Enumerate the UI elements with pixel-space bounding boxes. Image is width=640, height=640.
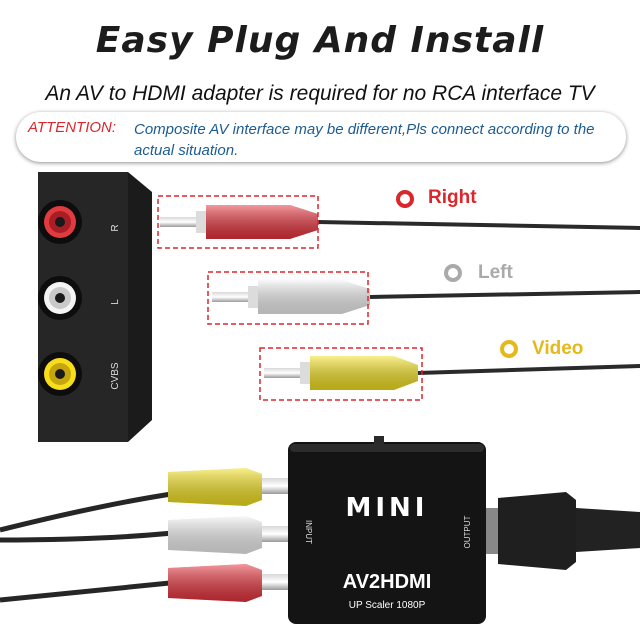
av2hdmi-adapter: MINI AV2HDMI UP Scaler 1080P INPUT OUTPU… [0, 436, 640, 624]
left-connector [207, 271, 640, 325]
rca-jack-panel: R L CVBS [38, 172, 152, 442]
left-ring-icon [444, 264, 462, 282]
attention-text: Composite AV interface may be different,… [134, 121, 595, 159]
device-brand: MINI [346, 493, 429, 523]
device-model: AV2HDMI [343, 571, 432, 593]
yellow-plug [168, 468, 290, 506]
right-jack [38, 200, 82, 244]
hdmi-plug [486, 492, 640, 570]
attention-banner: ATTENTION: Composite AV interface may be… [16, 112, 626, 162]
jack-label-r: R [110, 224, 121, 231]
device-output-label: OUTPUT [463, 515, 472, 548]
device-spec: UP Scaler 1080P [349, 600, 426, 611]
video-connector [259, 347, 640, 401]
video-jack [38, 352, 82, 396]
left-label: Left [478, 262, 513, 283]
jack-label-l: L [110, 299, 121, 305]
video-label: Video [532, 338, 584, 359]
right-label: Right [428, 187, 477, 208]
right-connector [157, 195, 640, 249]
attention-label: ATTENTION: [28, 119, 117, 136]
page-title: Easy Plug And Install [95, 20, 545, 61]
white-plug [168, 516, 290, 554]
video-ring-icon [500, 340, 518, 358]
jack-label-cvbs: CVBS [110, 362, 121, 390]
device-input-label: INPUT [304, 520, 313, 544]
left-jack [38, 276, 82, 320]
subtitle: An AV to HDMI adapter is required for no… [45, 82, 595, 105]
red-plug [168, 564, 290, 602]
right-ring-icon [396, 190, 414, 208]
